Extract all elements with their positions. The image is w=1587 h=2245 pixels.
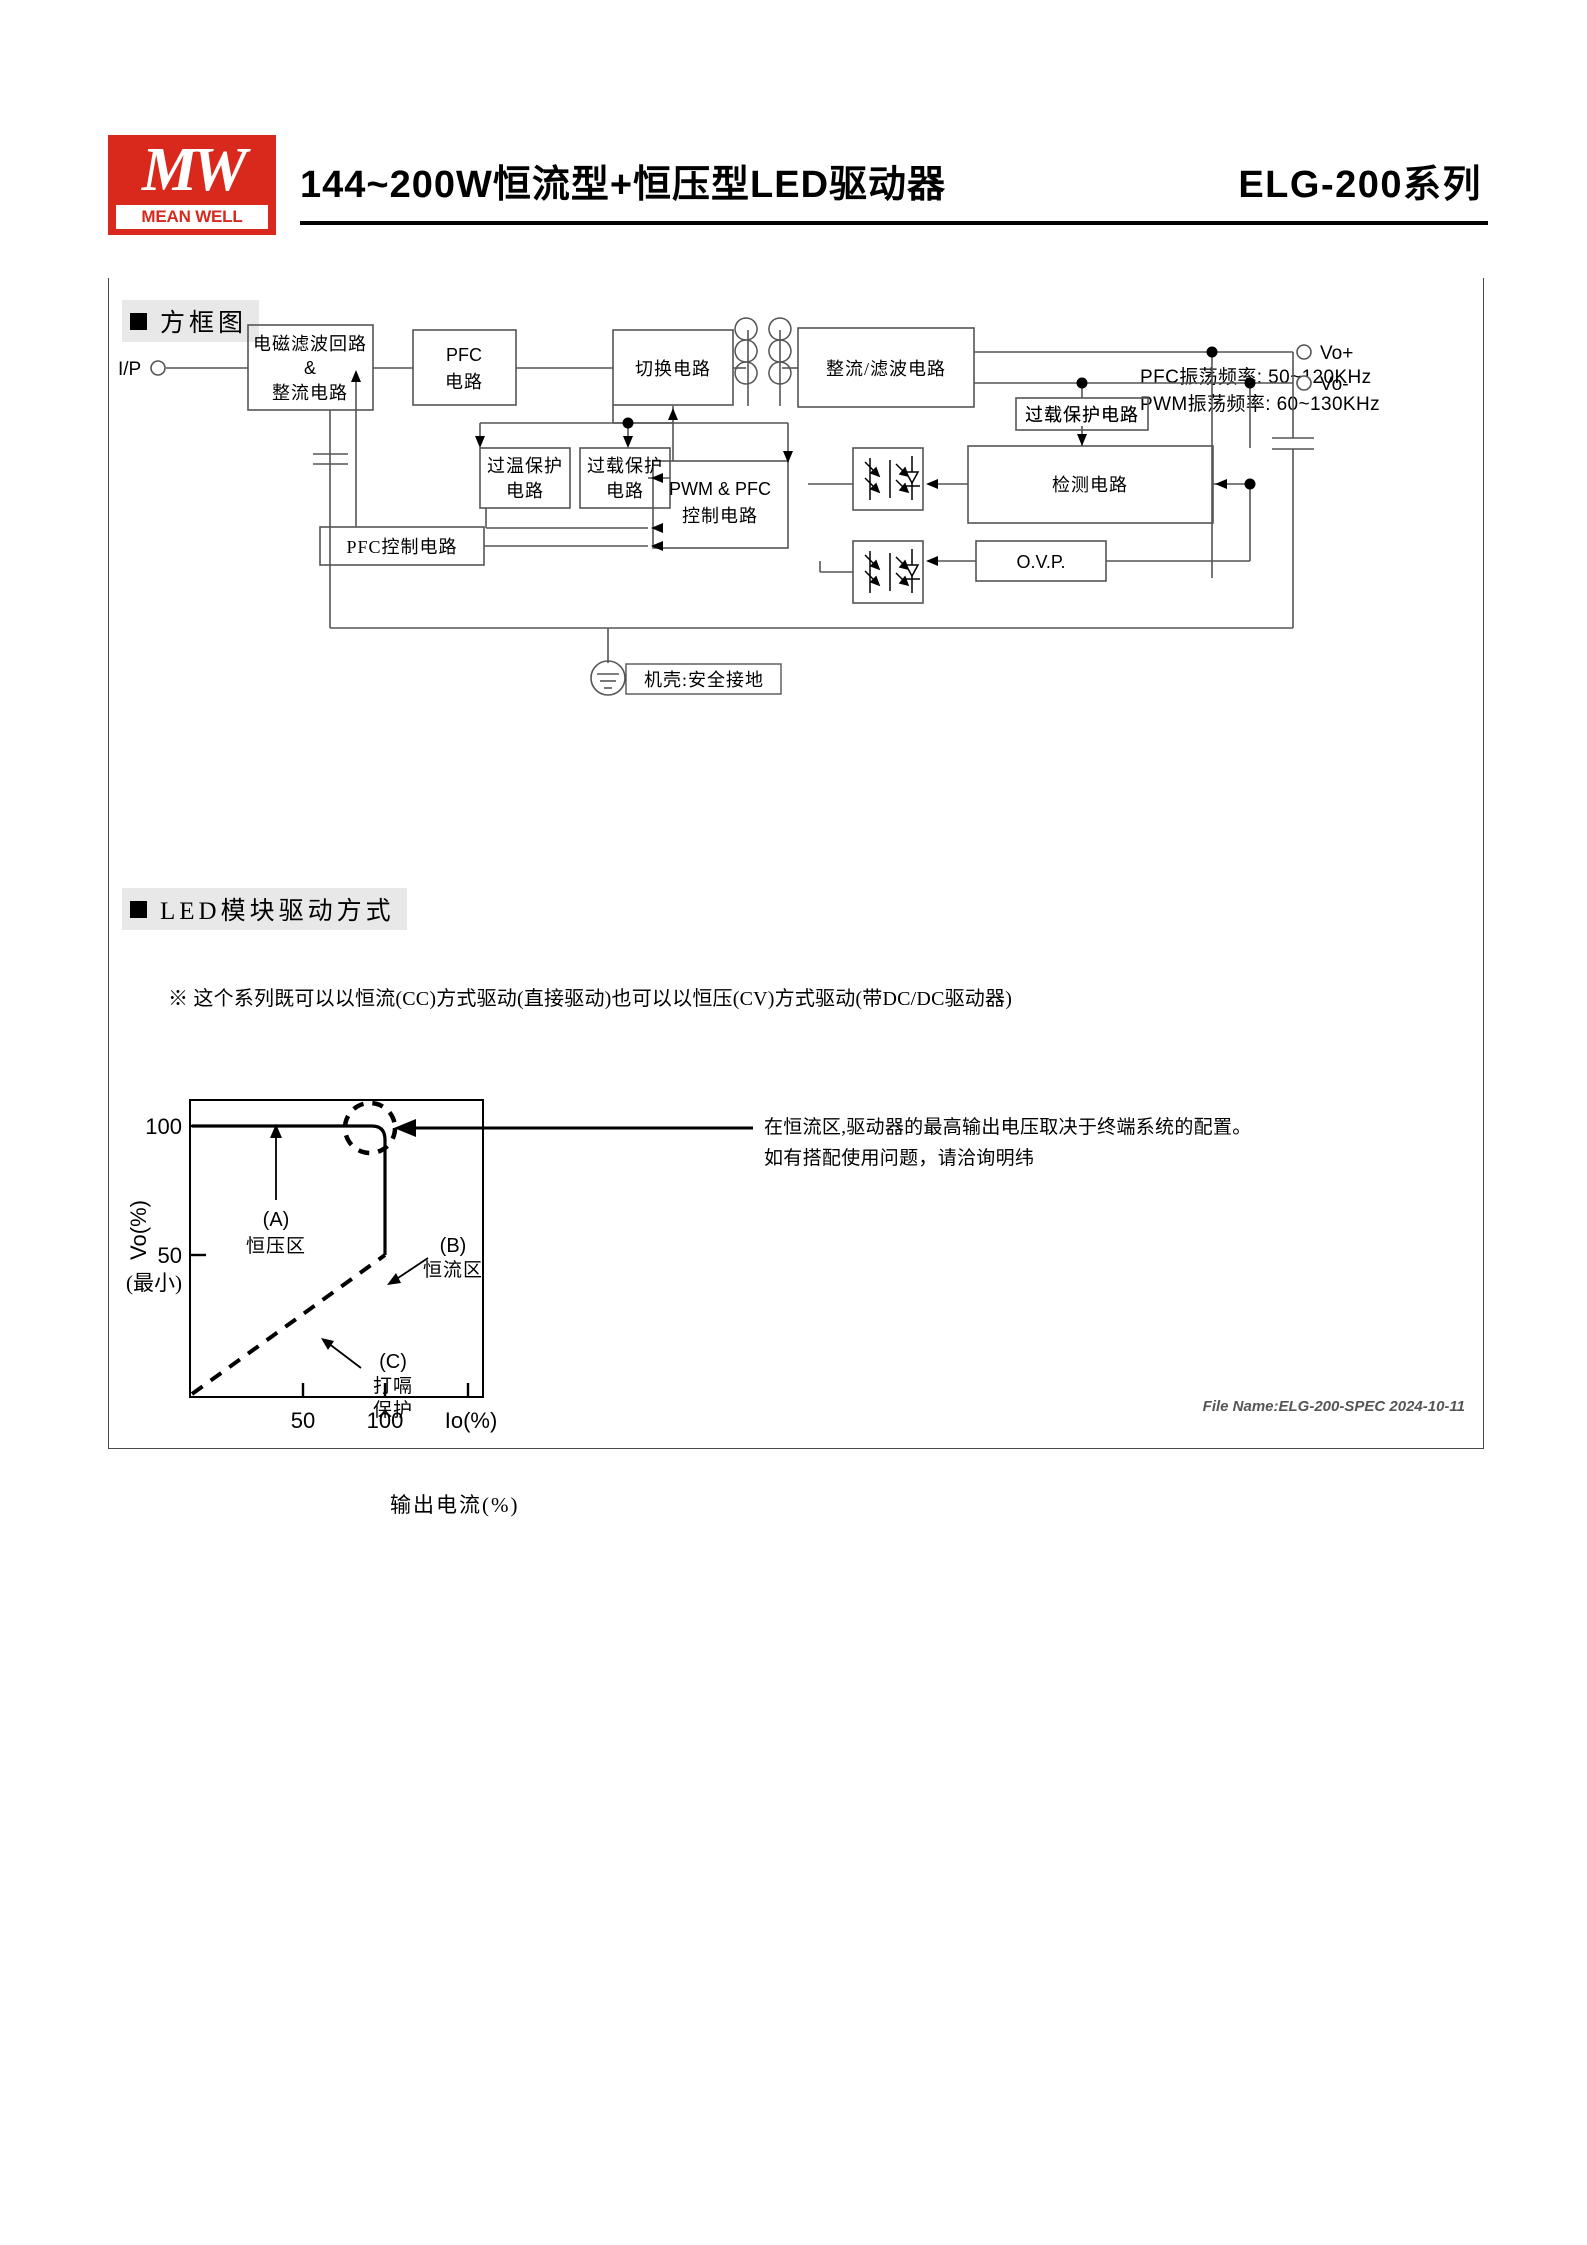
- olp-box-line1: 过载保护: [587, 456, 663, 476]
- page-header: MW MEAN WELL 144~200W恒流型+恒压型LED驱动器 ELG-2…: [108, 135, 1488, 240]
- logo-brand-text: MEAN WELL: [116, 205, 268, 229]
- y-tick-sub-label: (最小): [126, 1271, 182, 1295]
- overload-protection-label-overlay: 过载保护电路: [1025, 405, 1139, 425]
- pfc-control-box-label: PFC控制电路: [346, 537, 457, 557]
- page-content-frame: [108, 278, 1484, 1449]
- section-heading-block-diagram: 方框图: [122, 300, 260, 342]
- section-heading-label: 方框图: [160, 310, 248, 337]
- pfc-box-line2: 电路: [445, 372, 483, 392]
- annotation-c-line2: 保护: [373, 1399, 413, 1421]
- chassis-ground-label: 机壳:安全接地: [644, 670, 764, 690]
- emi-box-line1: 电磁滤波回路: [253, 334, 367, 354]
- switching-box-label: 切换电路: [635, 359, 711, 379]
- annotation-a-label: (A): [263, 1209, 290, 1231]
- header-divider: [300, 221, 1488, 225]
- annotation-b-text: 恒流区: [423, 1259, 483, 1281]
- product-series-title: ELG-200系列: [1238, 164, 1482, 206]
- y-tick-label-50: 50: [158, 1243, 182, 1268]
- detection-box-label: 检测电路: [1052, 475, 1128, 495]
- output-negative-label: Vo-: [1320, 374, 1349, 395]
- chart-caption: 输出电流(%): [390, 1493, 520, 1517]
- output-characteristic-chart: (A) 恒压区 (B) 恒流区 (C) 打嗝 保护 100 50 (最小) Vo…: [108, 1080, 1482, 1500]
- annotation-c-line1: 打嗝: [373, 1375, 413, 1397]
- section-heading-label: LED模块驱动方式: [160, 898, 395, 925]
- pwm-pfc-box-line1: PWM & PFC: [669, 479, 771, 499]
- annotation-b-label: (B): [440, 1235, 467, 1257]
- pwm-pfc-box-line2: 控制电路: [682, 506, 758, 526]
- header-title-row: 144~200W恒流型+恒压型LED驱动器 ELG-200系列: [300, 153, 1488, 211]
- ovp-box-label: O.V.P.: [1016, 552, 1065, 572]
- mean-well-logo: MW MEAN WELL: [108, 135, 276, 235]
- output-positive-label: Vo+: [1320, 343, 1353, 364]
- y-axis-title: Vo(%): [126, 1200, 151, 1260]
- y-tick-label-100: 100: [145, 1114, 182, 1139]
- square-bullet-icon: [130, 900, 147, 918]
- overload-protection-box-label: 过载保护电路: [1025, 405, 1139, 425]
- chart-side-note-line1: 在恒流区,驱动器的最高输出电压取决于终端系统的配置。: [764, 1117, 1252, 1138]
- logo-mark-text: MW: [141, 137, 247, 203]
- input-terminal-label: I/P: [118, 359, 141, 380]
- cc-cv-drive-note: ※ 这个系列既可以以恒流(CC)方式驱动(直接驱动)也可以以恒压(CV)方式驱动…: [168, 988, 1013, 1010]
- emi-box-line3: 整流电路: [272, 383, 348, 403]
- emi-box-line2: &: [304, 358, 316, 378]
- chart-side-note-line2: 如有搭配使用问题，请洽询明纬: [764, 1148, 1035, 1169]
- annotation-a-text: 恒压区: [246, 1235, 306, 1257]
- x-axis-unit-label: Io(%): [445, 1408, 498, 1433]
- olp-box-line2: 电路: [606, 481, 644, 501]
- pfc-box-line1: PFC: [446, 345, 482, 365]
- x-tick-label-50: 50: [291, 1408, 315, 1433]
- x-tick-label-100: 100: [367, 1408, 404, 1433]
- square-bullet-icon: [130, 312, 147, 330]
- otp-box-line1: 过温保护: [487, 456, 563, 476]
- pwm-frequency-line: PWM振荡频率: 60~130KHz: [1140, 394, 1381, 415]
- page-title: 144~200W恒流型+恒压型LED驱动器: [300, 164, 947, 206]
- header-title-zone: 144~200W恒流型+恒压型LED驱动器 ELG-200系列: [300, 135, 1488, 235]
- section-heading-led-drive: LED模块驱动方式: [122, 888, 407, 930]
- footer-file-name: File Name:ELG-200-SPEC 2024-10-11: [1202, 1398, 1465, 1415]
- chart-side-note: 在恒流区,驱动器的最高输出电压取决于终端系统的配置。 如有搭配使用问题，请洽询明…: [764, 1112, 1252, 1174]
- otp-box-line2: 电路: [506, 481, 544, 501]
- block-diagram: I/P Vo+ Vo- 电磁滤波回路 & 整流电路 PFC 电路 切换电路 整流…: [108, 278, 1482, 838]
- rectifier-filter-box-label: 整流/滤波电路: [826, 359, 946, 379]
- annotation-c-label: (C): [379, 1351, 407, 1373]
